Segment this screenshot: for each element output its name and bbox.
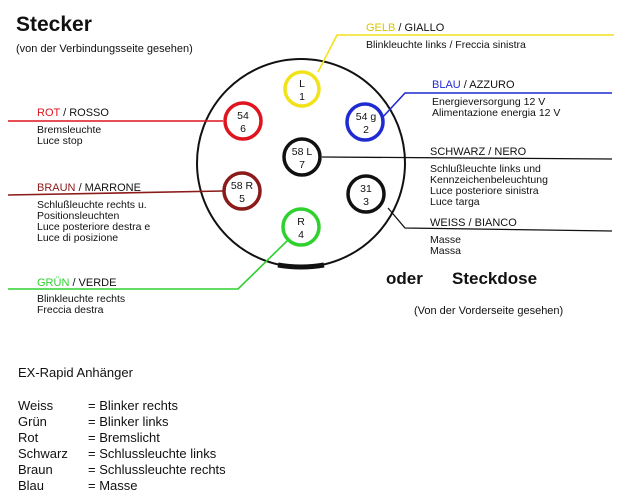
pin-2-color-label: BLAU / AZZURO	[432, 79, 515, 91]
socket-title: Steckdose	[452, 269, 537, 288]
pin-5-desc-3: Luce di posizione	[37, 232, 118, 244]
legend-row-value: = Bremslicht	[88, 430, 160, 445]
pin-4-desc-0: Blinkleuchte rechts	[37, 293, 125, 305]
legend-row-value: = Schlussleuchte rechts	[88, 462, 226, 477]
leader-line-pin-3	[387, 207, 613, 232]
pin-1: L 1	[283, 70, 321, 108]
pin-6-number: 6	[240, 123, 246, 135]
legend-title: EX-Rapid Anhänger	[18, 365, 133, 380]
legend-row-name: Grün	[18, 414, 47, 429]
pin-5-desc-1: Positionsleuchten	[37, 210, 119, 222]
legend-row-name: Rot	[18, 430, 39, 445]
connector-diagram: Stecker (von der Verbindungsseite gesehe…	[7, 13, 614, 317]
legend-row: Braun = Schlussleuchte rechts	[18, 462, 418, 478]
pin-3-color-label: WEISS / BIANCO	[430, 217, 517, 229]
leader-line-pin-4	[8, 239, 289, 290]
legend-row: Schwarz = Schlussleuchte links	[18, 446, 418, 462]
pin-2-desc-0: Energieversorgung 12 V	[432, 96, 545, 108]
pin-3-number: 3	[363, 196, 369, 208]
pin-4-desc-1: Freccia destra	[37, 304, 104, 316]
pin-7-desc-0: Schlußleuchte links und	[430, 163, 541, 175]
pin-2: 54 g 2	[345, 102, 385, 142]
pin-7-desc-2: Luce posteriore sinistra	[430, 185, 539, 197]
pin-4-code: R	[297, 216, 305, 228]
pin-3-color-de: WEISS	[430, 217, 465, 229]
pin-4-number: 4	[298, 229, 304, 241]
legend-row-name: Schwarz	[18, 446, 68, 461]
pin-7-color-label: SCHWARZ / NERO	[430, 146, 527, 158]
pin-6-desc-1: Luce stop	[37, 135, 83, 147]
pin-6-color-it: / ROSSO	[60, 107, 109, 119]
pin-5-desc-2: Luce posteriore destra e	[37, 221, 150, 233]
pin-5: 58 R 5	[222, 171, 262, 211]
pin-5-color-de: BRAUN	[37, 182, 76, 194]
pin-5-code: 58 R	[231, 180, 254, 192]
legend-row-name: Blau	[18, 478, 45, 493]
pin-7-desc-3: Luce targa	[430, 196, 480, 208]
socket-oder-label: oder	[386, 269, 423, 288]
pin-3-code: 31	[360, 183, 372, 195]
legend-row-name: Braun	[18, 462, 53, 477]
color-legend: EX-Rapid Anhänger Weiss= Blinker rechts …	[18, 365, 418, 494]
pin-5-color-label: BRAUN / MARRONE	[37, 182, 141, 194]
pin-6-desc-0: Bremsleuchte	[37, 124, 101, 136]
pin-1-desc-0: Blinkleuchte links / Freccia sinistra	[366, 39, 526, 51]
leader-line-pin-5	[7, 190, 224, 196]
legend-row: Weiss = Blinker rechts	[18, 398, 418, 414]
pin-4: R 4	[281, 207, 321, 247]
pin-3-desc-0: Masse	[430, 234, 461, 246]
legend-row-name: Weiss	[18, 398, 54, 413]
pin-7-code: 58 L	[292, 146, 313, 158]
pin-7-color-it: / NERO	[485, 146, 526, 158]
pin-3-color-it: / BIANCO	[465, 217, 517, 229]
pin-2-color-it: / AZZURO	[461, 79, 515, 91]
pin-4-color-label: GRÜN / VERDE	[37, 277, 116, 289]
pin-5-desc-0: Schlußleuchte rechts u.	[37, 199, 147, 211]
pin-2-desc-1: Alimentazione energia 12 V	[432, 107, 560, 119]
pin-4-color-it: / VERDE	[69, 277, 116, 289]
legend-row-value: = Blinker rechts	[88, 398, 178, 413]
pin-1-number: 1	[299, 91, 305, 103]
leader-lines	[7, 34, 614, 290]
legend-row: Blau = Masse	[18, 478, 418, 494]
pin-7-color-de: SCHWARZ	[430, 146, 485, 158]
diagram-title: Stecker	[16, 13, 92, 36]
pin-6: 54 6	[223, 101, 263, 141]
pin-5-color-it: / MARRONE	[76, 182, 141, 194]
pin-6-color-label: ROT / ROSSO	[37, 107, 109, 119]
pin-7: 58 L 7	[282, 137, 322, 177]
legend-row: Rot = Bremslicht	[18, 430, 418, 446]
pin-6-color-de: ROT	[37, 107, 61, 119]
pin-7-desc-1: Kennzeichenbeleuchtung	[430, 174, 548, 186]
pin-2-code: 54 g	[356, 111, 377, 123]
pin-7-number: 7	[299, 159, 305, 171]
legend-row: Grün = Blinker links	[18, 414, 418, 430]
pin-3-desc-1: Massa	[430, 245, 461, 257]
pin-5-number: 5	[239, 193, 245, 205]
pin-1-color-it: / GIALLO	[395, 22, 444, 34]
legend-row-value: = Masse	[88, 478, 138, 493]
pin-2-color-de: BLAU	[432, 79, 461, 91]
pin-1-code: L	[299, 78, 305, 90]
pin-6-code: 54	[237, 110, 249, 122]
legend-row-value: = Blinker links	[88, 414, 169, 429]
pin-1-color-label: GELB / GIALLO	[366, 22, 445, 34]
leader-line-pin-2	[380, 92, 612, 120]
pin-2-number: 2	[363, 124, 369, 136]
socket-subtitle: (Von der Vorderseite gesehen)	[414, 305, 563, 317]
connector-key-notch	[277, 262, 325, 270]
pin-1-color-de: GELB	[366, 22, 395, 34]
pin-3: 31 3	[346, 174, 386, 214]
diagram-subtitle: (von der Verbindungsseite gesehen)	[16, 43, 193, 55]
leader-line-pin-1	[317, 34, 614, 73]
legend-row-value: = Schlussleuchte links	[88, 446, 217, 461]
pin-4-color-de: GRÜN	[37, 277, 69, 289]
leader-line-pin-7	[321, 156, 613, 160]
